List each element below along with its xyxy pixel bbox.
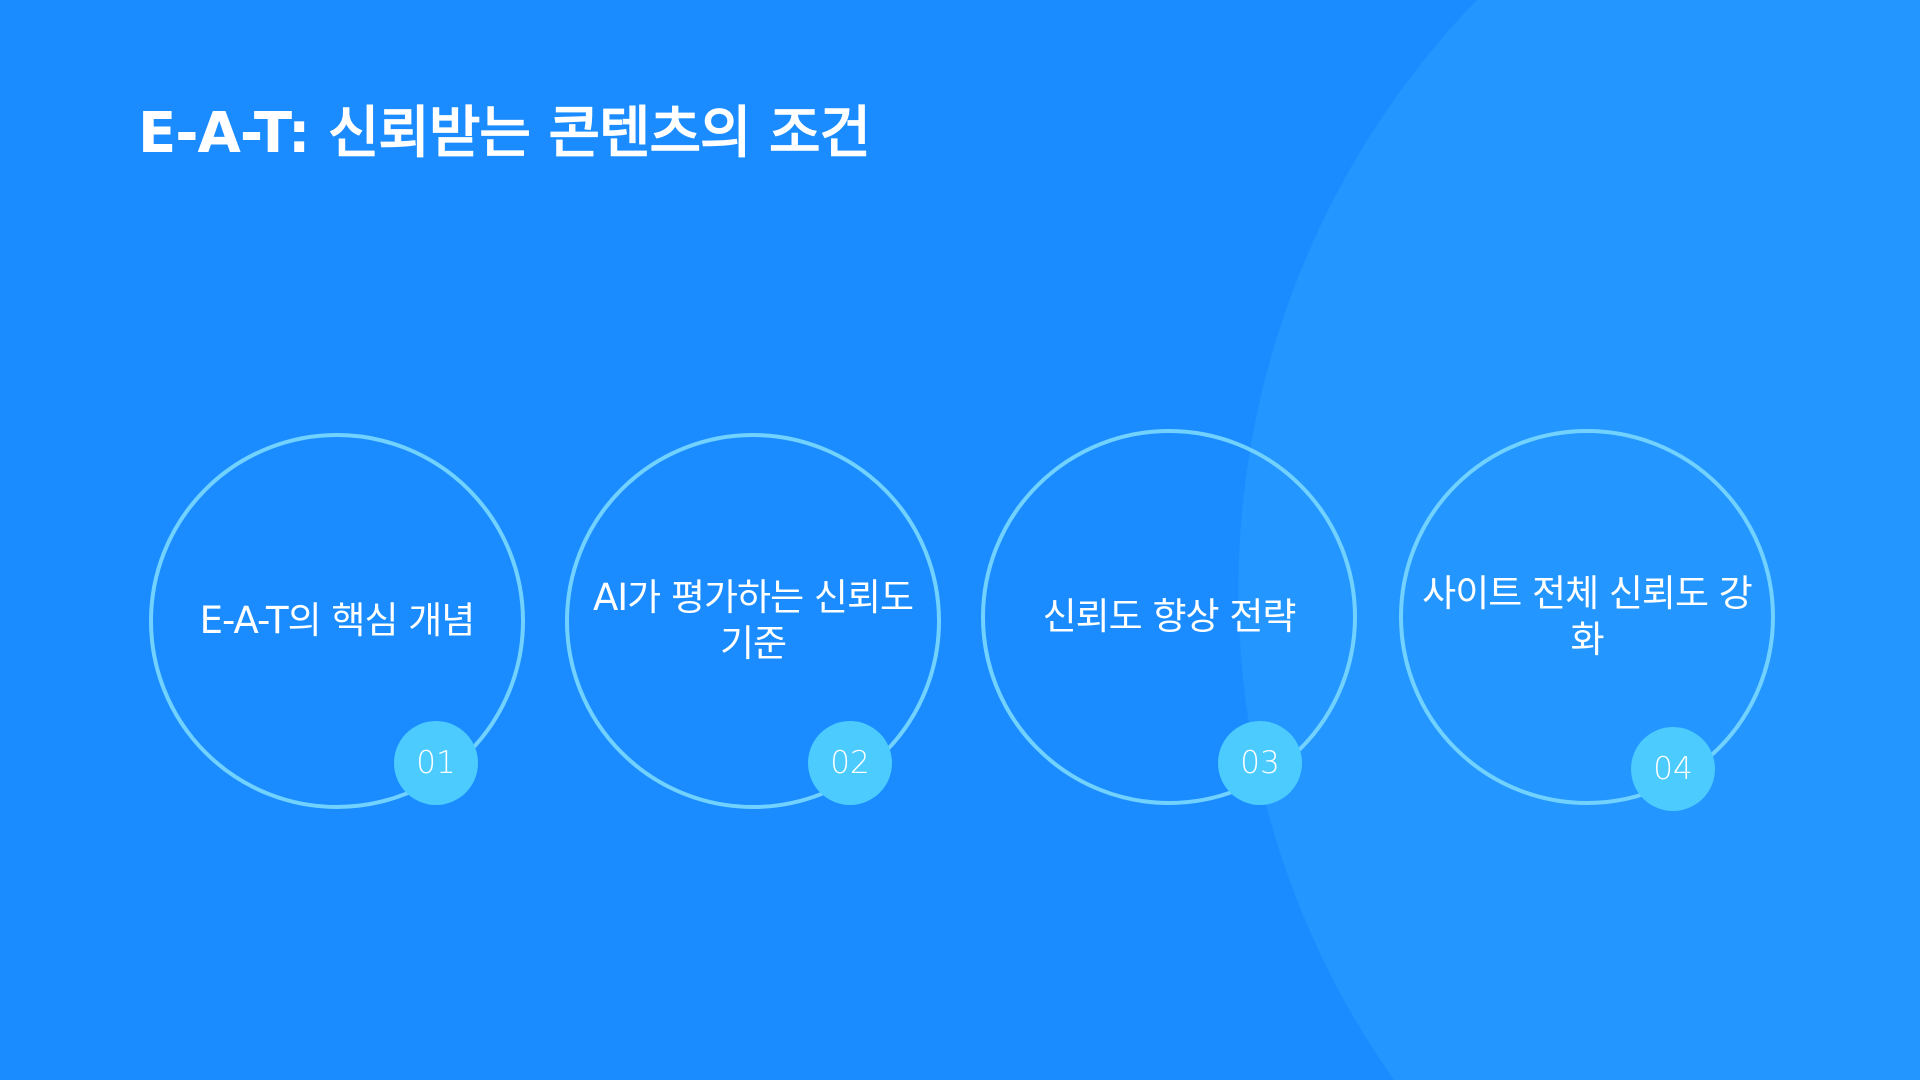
step-number-badge: 02 [808, 721, 892, 805]
step-circle-2: AI가 평가하는 신뢰도 기준 [565, 433, 941, 809]
step-circle-3: 신뢰도 향상 전략 [981, 429, 1357, 805]
step-label: E-A-T의 핵심 개념 [199, 599, 476, 642]
step-label: 신뢰도 향상 전략 [1042, 595, 1297, 638]
step-number-badge: 04 [1631, 727, 1715, 811]
step-label: AI가 평가하는 신뢰도 기준 [592, 576, 914, 665]
step-number-badge: 03 [1218, 721, 1302, 805]
step-label: 사이트 전체 신뢰도 강화 [1422, 572, 1753, 661]
step-circle-1: E-A-T의 핵심 개념 [149, 433, 525, 809]
step-circle-4: 사이트 전체 신뢰도 강화 [1399, 429, 1775, 805]
page-title: E-A-T: 신뢰받는 콘텐츠의 조건 [138, 101, 871, 166]
step-number-badge: 01 [394, 721, 478, 805]
